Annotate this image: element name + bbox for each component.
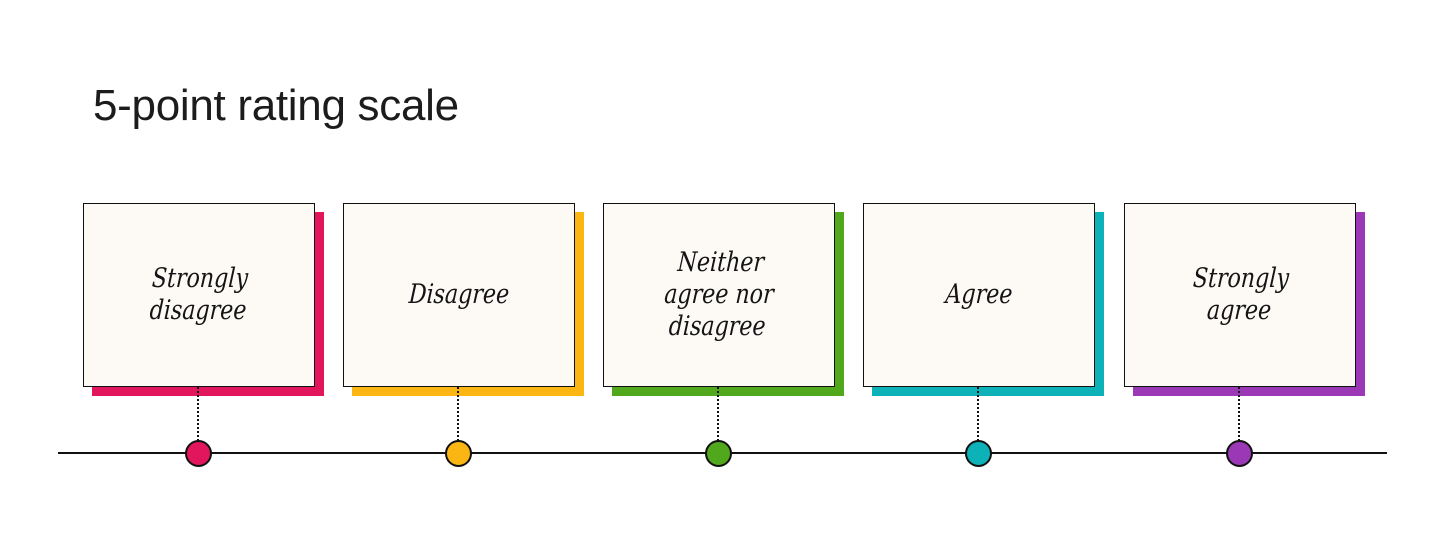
scale-point-neutral: Neither agree nor disagree (603, 203, 845, 468)
scale-card-label: Disagree (407, 279, 511, 310)
scale-card: Disagree (343, 203, 575, 387)
connector-line (1238, 387, 1240, 441)
scale-card-label: Agree (944, 279, 1014, 310)
scale-card: Neither agree nor disagree (603, 203, 835, 387)
connector-line (457, 387, 459, 441)
connector-line (717, 387, 719, 441)
scale-card: Strongly disagree (83, 203, 315, 387)
connector-line (977, 387, 979, 441)
scale-marker-dot (965, 440, 992, 467)
scale-point-strongly-disagree: Strongly disagree (83, 203, 325, 468)
scale-point-disagree: Disagree (343, 203, 585, 468)
scale-marker-dot (445, 440, 472, 467)
scale-card-label: Neither agree nor disagree (663, 247, 775, 342)
scale-card-label: Strongly agree (1192, 263, 1290, 326)
scale-point-agree: Agree (863, 203, 1105, 468)
scale-card: Agree (863, 203, 1095, 387)
connector-line (197, 387, 199, 441)
scale-marker-dot (185, 440, 212, 467)
scale-marker-dot (705, 440, 732, 467)
scale-card-label: Strongly disagree (148, 263, 249, 326)
scale-card: Strongly agree (1124, 203, 1356, 387)
diagram-title: 5-point rating scale (93, 81, 459, 130)
scale-marker-dot (1226, 440, 1253, 467)
scale-point-strongly-agree: Strongly agree (1124, 203, 1366, 468)
